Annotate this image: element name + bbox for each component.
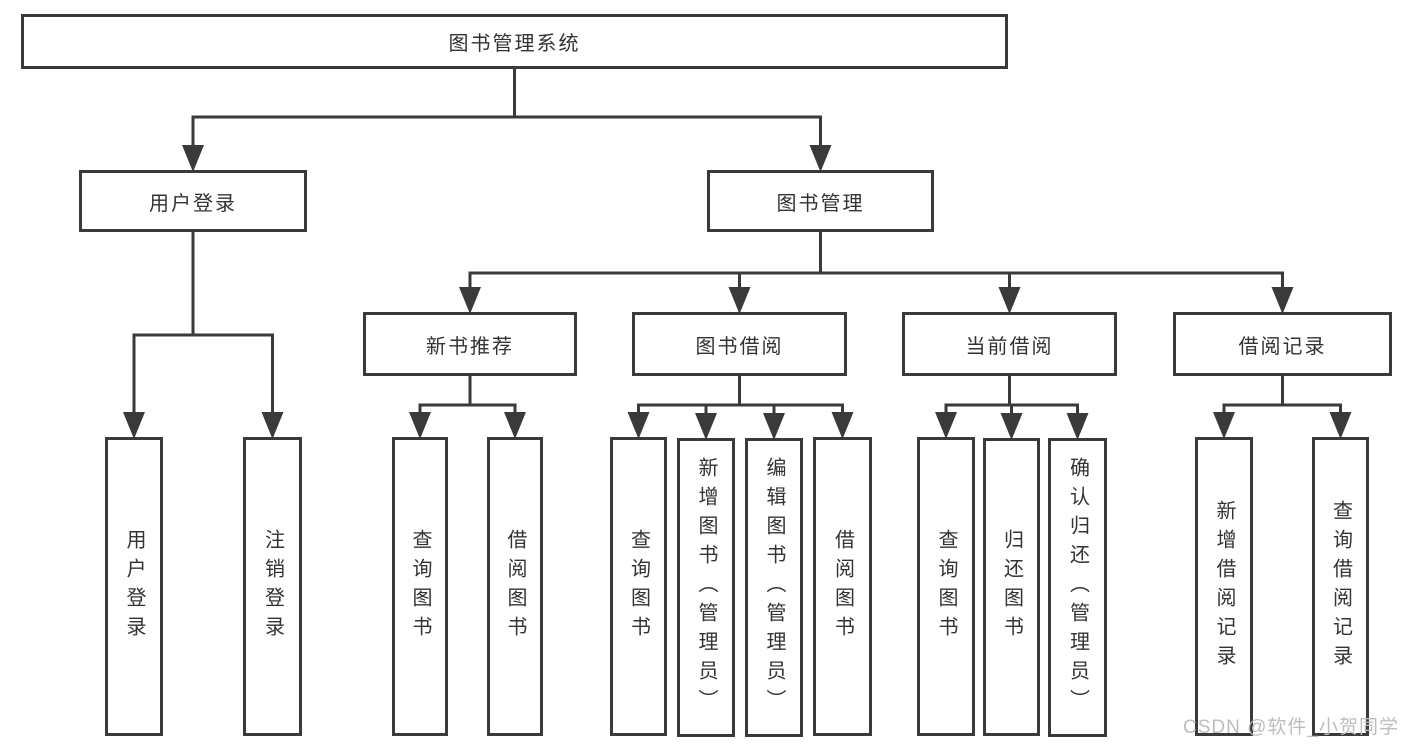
node-root: 图书管理系统	[21, 14, 1008, 69]
node-rec-query: 查询借阅记录	[1312, 437, 1369, 736]
node-rec-add: 新增借阅记录	[1195, 437, 1253, 736]
node-user-login: 用户登录	[105, 437, 163, 736]
node-label: 查询图书	[935, 528, 957, 645]
node-bw-edit: 编辑图书（管理员）	[745, 438, 803, 737]
node-label: 借阅图书	[831, 528, 854, 645]
node-current: 当前借阅	[902, 312, 1117, 376]
node-label: 新增借阅记录	[1213, 499, 1235, 674]
node-label: 注销登录	[261, 528, 284, 645]
node-bw-query: 查询图书	[610, 437, 667, 736]
node-label: 编辑图书（管理员）	[763, 457, 785, 718]
node-label: 查询借阅记录	[1329, 499, 1352, 674]
node-bw-add: 新增图书（管理员）	[677, 438, 735, 737]
node-borrow: 图书借阅	[632, 312, 847, 376]
node-label: 归还图书	[1000, 529, 1023, 645]
node-cur-confirm: 确认归还（管理员）	[1048, 438, 1107, 737]
node-bw-borrow: 借阅图书	[813, 437, 872, 736]
node-label: 图书管理	[776, 192, 865, 215]
node-label: 图书借阅	[695, 335, 784, 358]
node-label: 新增图书（管理员）	[695, 457, 717, 718]
node-label: 确认归还（管理员）	[1066, 457, 1089, 718]
node-logout: 注销登录	[243, 437, 302, 736]
node-cur-query: 查询图书	[917, 437, 975, 736]
node-cur-return: 归还图书	[983, 438, 1040, 736]
node-login: 用户登录	[79, 170, 307, 232]
node-records: 借阅记录	[1173, 312, 1392, 376]
node-label: 用户登录	[123, 528, 145, 645]
node-label: 查询图书	[409, 528, 431, 645]
node-label: 用户登录	[149, 192, 237, 215]
node-nb-query: 查询图书	[392, 437, 448, 736]
node-label: 借阅记录	[1238, 335, 1327, 358]
node-nb-borrow: 借阅图书	[487, 437, 543, 736]
node-label: 借阅图书	[504, 528, 526, 645]
watermark: CSDN @软件_小贺同学	[1183, 717, 1399, 738]
node-label: 新书推荐	[426, 335, 514, 358]
node-label: 查询图书	[627, 528, 650, 645]
node-newbook: 新书推荐	[363, 312, 577, 376]
node-label: 图书管理系统	[448, 33, 581, 55]
node-mgmt: 图书管理	[707, 170, 934, 232]
node-label: 当前借阅	[965, 335, 1054, 358]
